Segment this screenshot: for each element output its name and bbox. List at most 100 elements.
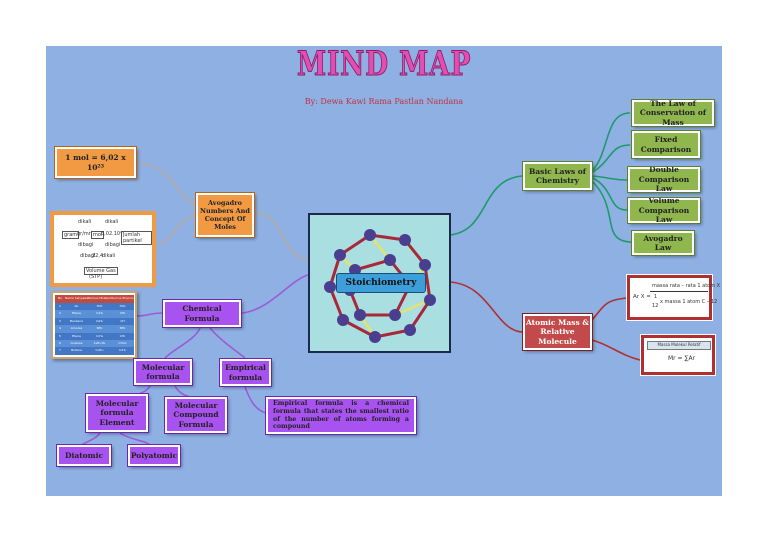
table-row: 1 Air H₂O H₂O [55, 303, 134, 311]
formula-mr-expr: Mr = ∑Ar [668, 355, 696, 362]
table-cell: 7 [59, 348, 61, 353]
table-cell: Glukosa [70, 341, 83, 345]
node-diatomic[interactable]: Diatomic [56, 444, 112, 467]
author-line: By: Dewa Kawi Rama Pastlan Nandana [304, 97, 464, 106]
table-row: 7 Butana C₄H₁₀ C₂H₅ [55, 347, 134, 355]
node-avogadro-numbers[interactable]: Avogadro Numbers And Concept Of Moles [195, 192, 255, 238]
table-cell: C₄H₁₀ [95, 348, 104, 353]
table-cell: Air [74, 304, 79, 308]
mole-top-label-2: dikali [105, 219, 119, 225]
mole-bottom-1: Volume Gas [84, 267, 118, 275]
table-header-cell: Rumus Molekul [88, 296, 111, 300]
table-row: 4 Amonia NH₃ NH₃ [55, 325, 134, 333]
table-header-cell: No [57, 296, 63, 300]
mole-lower-3: dikali [102, 253, 116, 259]
table-cell: NH₃ [96, 326, 103, 331]
table-cell: 5 [59, 333, 61, 338]
line-center-atomic-mass [449, 281, 523, 333]
center-node: Stoichiometry [308, 213, 451, 353]
line-atomic-mass-mr [591, 339, 641, 361]
table-cell: Amonia [70, 326, 83, 331]
node-fixed-comparison[interactable]: Fixed Comparison [631, 130, 701, 159]
table-cell: H₂O [96, 304, 103, 308]
node-polyatomic[interactable]: Polyatomic [127, 444, 181, 467]
node-law-conservation-mass[interactable]: The Law of Conservation of Mass [631, 99, 715, 127]
formula-ar-panel: Ar X = massa rata – rata 1 atom X 1 12 x… [626, 274, 720, 321]
table-cell: Butana [71, 348, 82, 353]
table-cell: 6 [59, 341, 61, 345]
line-chemical-molecular [164, 327, 201, 359]
table-cell: Etana [72, 311, 81, 316]
table-cell: H₂O [119, 304, 126, 308]
table-header-cell: Nama Senyawa [65, 296, 88, 300]
formula-ar-bar [650, 291, 708, 292]
line-empirical-note [244, 386, 267, 414]
node-empirical-note[interactable]: Empirical formula is a chemical formula … [265, 396, 417, 435]
table-cell: C₂H₄ [96, 333, 103, 338]
table-cell: Etena [72, 333, 81, 338]
formula-mr-header: Massa Molekul Relatif [647, 341, 711, 350]
center-label: Stoichiometry [336, 273, 426, 293]
table-cell: Benzena [70, 318, 83, 323]
node-molecular-formula[interactable]: Molecular formula [133, 358, 193, 386]
mole-cell-avogadro: 6,02.10²³ [101, 231, 125, 237]
node-double-comparison[interactable]: Double Comparison Law [627, 165, 701, 193]
table-cell: CH₂O [118, 341, 127, 345]
node-atomic-mass[interactable]: Atomic Mass & Relative Molecule [522, 313, 593, 351]
mole-lower-1: dibagi [80, 253, 96, 259]
node-volume-comparison[interactable]: Volume Comparison Law [627, 196, 701, 224]
table-cell: CH [120, 318, 125, 323]
table-cell: CH₂ [119, 333, 126, 338]
formula-ar-top: massa rata – rata 1 atom X [652, 283, 721, 289]
table-cell: 1 [59, 304, 61, 308]
line-basic-laws-avogadro [592, 181, 633, 243]
table-cell: C₆H₆ [96, 318, 103, 323]
mole-mid-label-1: dibagi [78, 242, 94, 248]
page-title: MIND MAP [296, 44, 472, 85]
line-basic-laws-law-mass [592, 112, 631, 171]
line-element-polyatomic [119, 432, 153, 447]
line-center-chemical [241, 274, 309, 314]
formula-ar-frac-den: 12 [652, 303, 659, 309]
formula-ar-lhs: Ar X = [633, 294, 651, 300]
mole-lower-2: 22,4 [92, 253, 104, 259]
line-avogadro-mol [136, 162, 197, 206]
table-cell: CH₃ [119, 311, 126, 316]
mole-mid-label-2: dibagi [105, 242, 121, 248]
node-molecular-compound[interactable]: Molecular Compound Formula [164, 396, 228, 434]
mole-cell-mol: mol [91, 231, 105, 239]
formula-mr-panel: Massa Molekul Relatif Mr = ∑Ar [640, 334, 716, 376]
line-center-avogadro [254, 211, 309, 261]
node-chemical-formula[interactable]: Chemical Formula [162, 299, 242, 328]
table-cell: 2 [59, 311, 61, 316]
table-cell: C₂H₅ [119, 348, 126, 353]
node-avogadro-law[interactable]: Avogadro Law [631, 230, 695, 256]
table-cell: 4 [59, 326, 61, 331]
table-header-cell: Rumus Empiris [111, 296, 134, 300]
table-row: 5 Etena C₂H₄ CH₂ [55, 332, 134, 340]
line-chemical-table [136, 312, 164, 317]
line-atomic-mass-ar [591, 297, 628, 321]
mole-cell-gram: gram [62, 231, 80, 239]
mole-bottom-2: (STP) [89, 274, 103, 280]
node-basic-laws[interactable]: Basic Laws of Chemistry [522, 161, 593, 191]
mole-cell-grmr: gr/mr [77, 231, 91, 237]
node-empirical-formula[interactable]: Empirical formula [219, 358, 272, 387]
mole-cell-particles: jumlah partikel [121, 231, 152, 245]
line-center-basic-laws [449, 175, 523, 236]
table-cell: C₂H₆ [96, 311, 103, 316]
line-chemical-empirical [209, 327, 246, 359]
formula-ar-bottom: x massa 1 atom C – 12 [660, 299, 718, 305]
line-basic-laws-double [592, 175, 628, 181]
table-cell: NH₃ [119, 326, 126, 331]
node-mol-formula[interactable]: 1 mol = 6,02 x 10²³ [54, 146, 137, 179]
line-avogadro-diagram [156, 214, 197, 246]
line-basic-laws-volume [592, 177, 628, 211]
node-molecular-element[interactable]: Molecular formula Element [85, 393, 149, 433]
